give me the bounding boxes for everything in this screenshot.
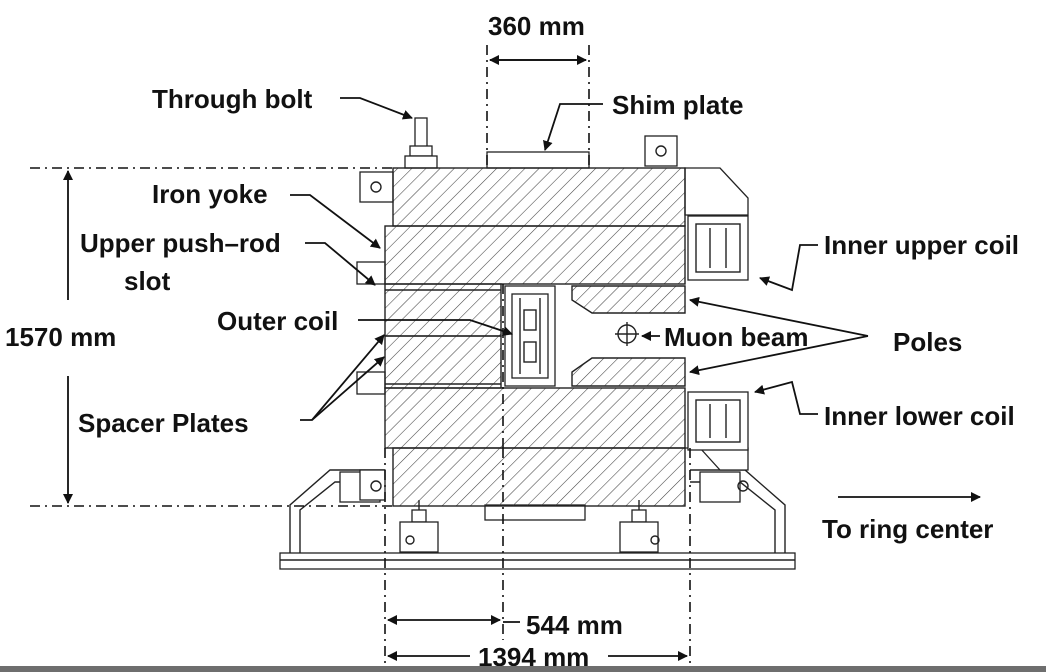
poles bbox=[571, 285, 686, 387]
inner-upper-coil-shape bbox=[687, 215, 749, 281]
shim-plate bbox=[486, 151, 590, 169]
iron-yoke bbox=[384, 167, 686, 507]
muon-beam-marker bbox=[615, 322, 639, 346]
inner-lower-coil-label: Inner lower coil bbox=[824, 401, 1015, 431]
outer-coil-label: Outer coil bbox=[217, 306, 338, 336]
side-lugs bbox=[356, 135, 749, 501]
shim-plate-label: Shim plate bbox=[612, 90, 743, 120]
bottom-edge-bar bbox=[0, 666, 1046, 672]
through-bolt bbox=[404, 117, 438, 169]
through-bolt-label: Through bolt bbox=[152, 84, 313, 114]
right-jack bbox=[619, 500, 660, 553]
upper-push-rod-label: Upper push–rod bbox=[80, 228, 281, 258]
muon-beam-label: Muon beam bbox=[664, 322, 808, 352]
centerlines bbox=[30, 45, 691, 666]
inner-lower-coil-shape bbox=[687, 391, 749, 451]
left-jack bbox=[399, 500, 439, 553]
iron-yoke-label: Iron yoke bbox=[152, 179, 268, 209]
outer-coil bbox=[504, 285, 556, 387]
to-ring-center-label: To ring center bbox=[822, 514, 993, 544]
upper-push-rod-slot-label: slot bbox=[124, 266, 171, 296]
poles-label: Poles bbox=[893, 327, 962, 357]
dimension-1570-label: 1570 mm bbox=[5, 322, 116, 352]
inner-upper-coil-label: Inner upper coil bbox=[824, 230, 1019, 260]
dimension-1394-label: 1394 mm bbox=[478, 642, 589, 666]
dimension-544-label: 544 mm bbox=[526, 610, 623, 640]
spacer-plates-label: Spacer Plates bbox=[78, 408, 249, 438]
dimension-360-label: 360 mm bbox=[488, 11, 585, 41]
dimension-544 bbox=[387, 615, 520, 625]
leaders bbox=[290, 97, 981, 502]
